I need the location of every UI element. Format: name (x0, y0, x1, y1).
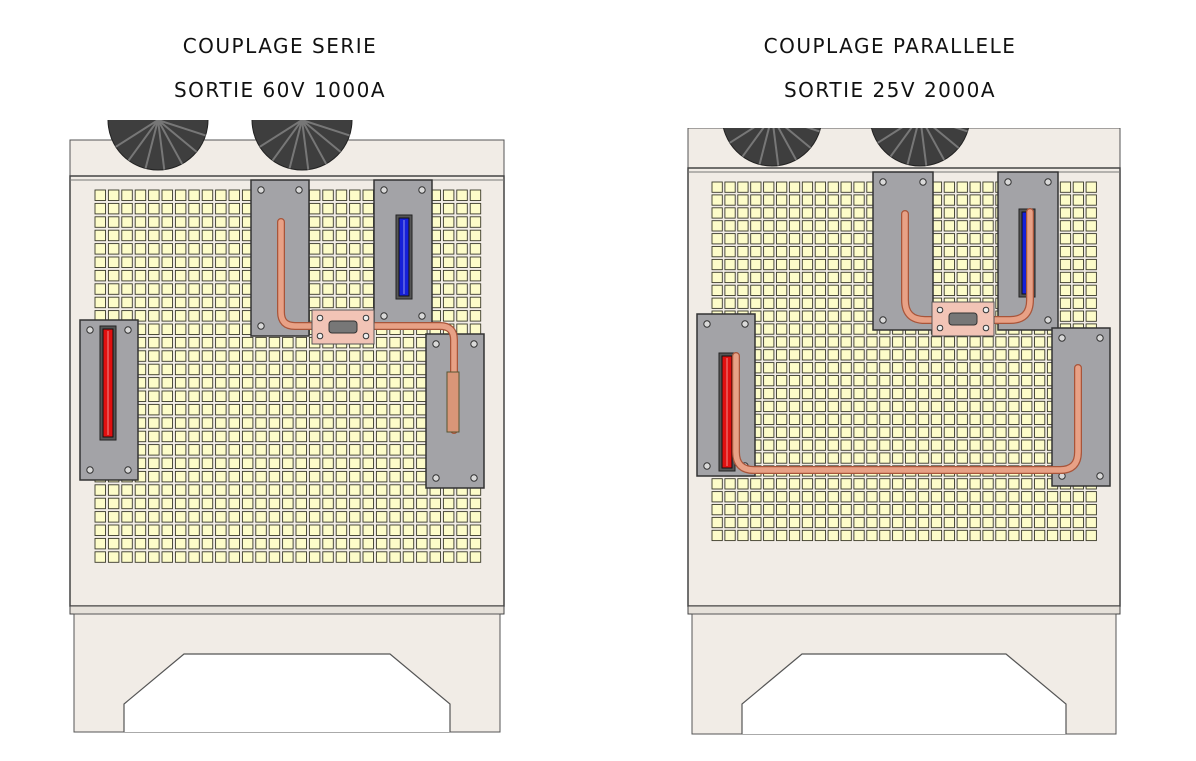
screw-icon (741, 320, 749, 328)
screw-icon (470, 340, 478, 348)
screw-icon (982, 306, 990, 314)
screw-icon (316, 314, 324, 322)
base-cutout (741, 653, 1067, 734)
screw-icon (257, 322, 265, 330)
screw-icon (879, 178, 887, 186)
screw-icon (432, 474, 440, 482)
bridge-connector (311, 309, 375, 345)
panel-parallele-title: COUPLAGE PARALLELE (763, 34, 1017, 58)
output-stud (446, 371, 460, 433)
screw-icon (1096, 472, 1104, 480)
screw-icon (418, 312, 426, 320)
screw-icon (316, 332, 324, 340)
fan-icon (251, 120, 353, 171)
screw-icon (1004, 178, 1012, 186)
screw-icon (418, 186, 426, 194)
screw-icon (362, 332, 370, 340)
negative-terminal-icon (398, 217, 410, 297)
panel-parallele-subtitle: SORTIE 25V 2000A (783, 78, 997, 102)
fan-icon (107, 120, 209, 171)
screw-icon (879, 316, 887, 324)
screw-icon (86, 466, 94, 474)
screw-icon (470, 474, 478, 482)
screw-icon (380, 312, 388, 320)
fan-icon (722, 128, 822, 167)
screw-icon (1044, 316, 1052, 324)
screw-icon (982, 324, 990, 332)
cabinet-parallele (687, 128, 1121, 735)
cabinet-serie (69, 120, 505, 733)
screw-icon (86, 326, 94, 334)
cabinet-plinth-rim (69, 605, 505, 615)
base-cutout (123, 653, 451, 732)
screw-icon (257, 186, 265, 194)
screw-icon (295, 186, 303, 194)
screw-icon (919, 178, 927, 186)
screw-icon (124, 466, 132, 474)
screw-icon (1096, 334, 1104, 342)
screw-icon (380, 186, 388, 194)
screw-icon (936, 306, 944, 314)
positive-terminal-icon (102, 328, 114, 438)
copper-busbar-lower (733, 353, 1081, 473)
fan-icon (870, 128, 970, 167)
bridge-connector (931, 301, 995, 337)
cabinet-plinth-rim (687, 605, 1121, 615)
screw-icon (124, 326, 132, 334)
screw-icon (936, 324, 944, 332)
screw-icon (703, 462, 711, 470)
panel-serie-title: COUPLAGE SERIE (182, 34, 378, 58)
screw-icon (703, 320, 711, 328)
screw-icon (432, 340, 440, 348)
screw-icon (1058, 334, 1066, 342)
screw-icon (362, 314, 370, 322)
panel-serie-subtitle: SORTIE 60V 1000A (173, 78, 387, 102)
screw-icon (1044, 178, 1052, 186)
